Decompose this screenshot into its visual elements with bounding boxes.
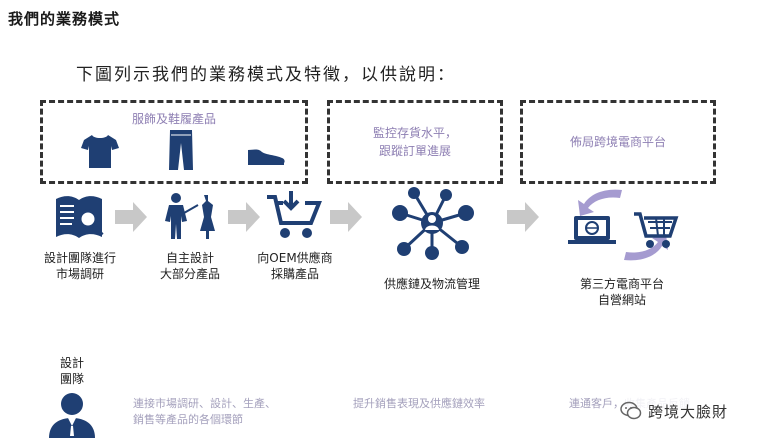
research-label-1: 設計團隊進行	[43, 251, 116, 265]
design-label-1: 自主設計	[165, 251, 214, 265]
person-avatar-icon	[49, 393, 95, 438]
design-label-2: 大部分產品	[159, 267, 220, 281]
watermark-text: 跨境大臉財	[648, 402, 729, 421]
cart-download-icon	[267, 191, 322, 238]
designer-icon	[165, 193, 215, 239]
research-icon	[56, 196, 104, 238]
arrow-icon-3	[330, 202, 362, 232]
wechat-icon	[620, 401, 642, 420]
team-label-2: 團隊	[59, 372, 84, 386]
oem-label-2: 採購產品	[270, 267, 319, 281]
shirt-icon	[81, 135, 119, 168]
pants-icon	[169, 130, 193, 170]
connect-desc-2: 銷售等產品的各個環節	[133, 413, 243, 426]
arrow-icon-4	[507, 202, 539, 232]
products-box-label: 服飾及鞋履產品	[131, 112, 216, 126]
team-label-1: 設計	[59, 356, 84, 370]
page-title: 我們的業務模式	[8, 10, 121, 28]
inventory-box-label-2: 跟蹤訂單進展	[378, 144, 451, 158]
inventory-box	[327, 100, 503, 184]
research-label-2: 市場調研	[55, 267, 104, 281]
products-box	[40, 100, 308, 184]
network-icon	[392, 187, 474, 260]
ecommerce-label-2: 自營網站	[597, 293, 646, 307]
diagram-subtitle: 下圖列示我們的業務模式及特徵，以供說明：	[76, 65, 456, 85]
connect-desc-1: 連接市場調研、設計、生產、	[133, 397, 276, 410]
ecommerce-label-1: 第三方電商平台	[579, 277, 664, 291]
platform-box-label: 佈局跨境電商平台	[569, 135, 666, 149]
ecommerce-icon	[568, 189, 679, 261]
watermark: 跨境大臉財	[618, 396, 769, 426]
shoe-icon	[248, 149, 285, 165]
arrow-icon-2	[228, 202, 260, 232]
supply-label: 供應鏈及物流管理	[383, 277, 480, 291]
improve-desc: 提升銷售表現及供應鏈效率	[353, 397, 485, 410]
arrow-icon-1	[115, 202, 147, 232]
inventory-box-label-1: 監控存貨水平，	[372, 126, 457, 140]
platform-box	[520, 100, 716, 184]
oem-label-1: 向OEM供應商	[257, 251, 333, 265]
